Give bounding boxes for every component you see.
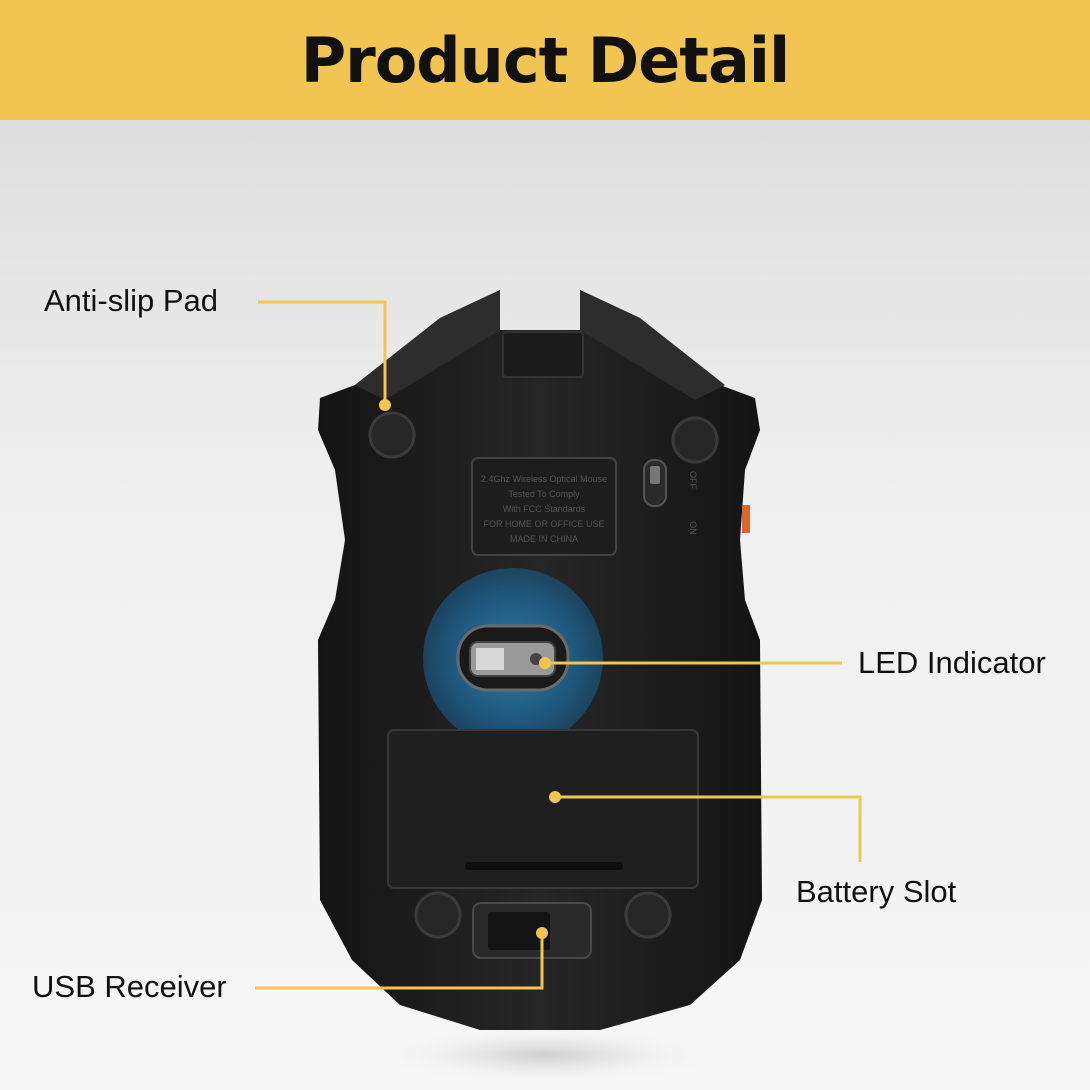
title-banner: Product Detail bbox=[0, 0, 1090, 120]
side-accent bbox=[742, 505, 750, 533]
anti-slip-pad-top-right bbox=[671, 416, 719, 464]
anti-slip-pad-top-left bbox=[368, 411, 416, 459]
scroll-wheel-housing bbox=[502, 331, 584, 378]
info-line-5: MADE IN CHINA bbox=[510, 534, 578, 544]
usb-receiver bbox=[488, 912, 550, 950]
left-button-ridge bbox=[355, 290, 500, 400]
callout-line-anti-slip bbox=[258, 300, 387, 405]
callout-dot-led bbox=[539, 657, 551, 669]
callout-dot-usb bbox=[536, 927, 548, 939]
anti-slip-pad-bottom-left bbox=[414, 891, 462, 939]
switch-on-label: ON bbox=[688, 521, 698, 535]
callout-led-indicator: LED Indicator bbox=[858, 645, 1046, 680]
info-line-2: Tested To Comply bbox=[508, 489, 580, 499]
info-line-3: With FCC Standards bbox=[503, 504, 586, 514]
callout-anti-slip-pad: Anti-slip Pad bbox=[44, 283, 219, 318]
power-switch-knob bbox=[650, 466, 660, 484]
sensor-window bbox=[476, 648, 504, 670]
callout-line-usb bbox=[255, 933, 544, 990]
led-dot bbox=[530, 653, 542, 665]
callout-line-battery bbox=[555, 795, 862, 862]
mouse-shadow bbox=[355, 1023, 735, 1087]
info-line-1: 2.4Ghz Wireless Optical Mouse bbox=[481, 474, 607, 484]
switch-off-label: OFF bbox=[688, 471, 698, 489]
info-line-4: FOR HOME OR OFFICE USE bbox=[483, 519, 604, 529]
callout-dot-battery bbox=[549, 791, 561, 803]
anti-slip-pad-bottom-right bbox=[624, 891, 672, 939]
battery-cover bbox=[387, 729, 699, 889]
info-plate bbox=[471, 457, 617, 556]
battery-cover-grip bbox=[465, 862, 623, 870]
right-button-ridge bbox=[580, 290, 725, 400]
callout-battery-slot: Battery Slot bbox=[796, 874, 957, 909]
callout-dot-anti-slip bbox=[379, 399, 391, 411]
page-title: Product Detail bbox=[300, 23, 791, 97]
callout-usb-receiver: USB Receiver bbox=[32, 969, 227, 1004]
